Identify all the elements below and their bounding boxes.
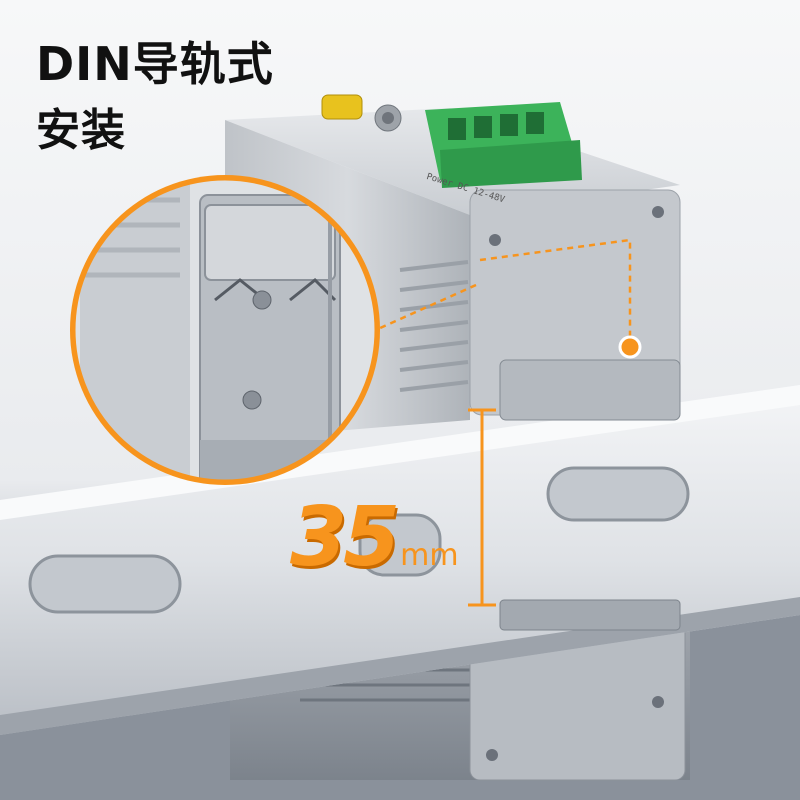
green-terminal-block — [425, 102, 582, 188]
dimension-unit: mm — [400, 538, 459, 573]
page-title: DIN导轨式 — [36, 37, 274, 91]
dimension-value: 35 — [290, 490, 400, 585]
page-subtitle: 安装 — [36, 105, 126, 156]
zoom-detail-circle — [70, 175, 380, 485]
